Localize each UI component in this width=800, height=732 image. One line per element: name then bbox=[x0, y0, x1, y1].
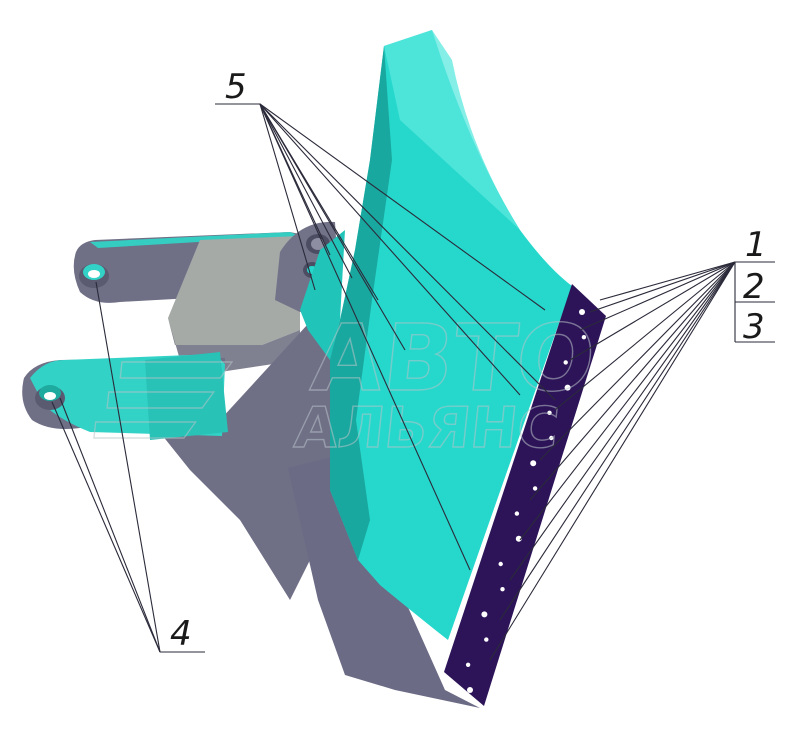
watermark-line1: АВТО bbox=[307, 304, 601, 412]
bolt-hole bbox=[515, 535, 522, 542]
blade-side-strip bbox=[300, 230, 345, 360]
bolt-hole bbox=[579, 309, 585, 315]
leader-lines-4 bbox=[51, 281, 205, 653]
callout-4: 4 bbox=[170, 614, 192, 654]
callout-5: 5 bbox=[225, 67, 247, 107]
watermark: АВТО АЛЬЯНС bbox=[93, 304, 601, 462]
bolt-hole bbox=[514, 511, 520, 516]
pin-hole-lower bbox=[35, 385, 65, 410]
callout-2: 2 bbox=[743, 267, 765, 307]
bolt-hole bbox=[498, 561, 503, 567]
bolt-hole bbox=[549, 435, 554, 441]
callout-1: 1 bbox=[745, 225, 767, 265]
bolt-hole bbox=[481, 611, 488, 618]
lower-arm-end-block bbox=[145, 352, 228, 440]
bolt-hole bbox=[500, 587, 505, 592]
pin-hole-upper bbox=[79, 264, 109, 288]
leader-lines-123 bbox=[489, 261, 775, 661]
callout-3: 3 bbox=[743, 307, 765, 347]
blade-face bbox=[330, 30, 572, 640]
bolt-hole bbox=[467, 687, 473, 693]
inner-plate bbox=[168, 236, 300, 345]
frame-body bbox=[150, 300, 345, 600]
bolt-hole bbox=[581, 335, 587, 340]
bolt-hole bbox=[563, 360, 568, 365]
bolt-hole bbox=[530, 460, 537, 467]
bolt-hole bbox=[547, 410, 552, 415]
bolt-hole bbox=[532, 486, 538, 491]
blade-top-edge bbox=[384, 30, 520, 230]
mounting-frame bbox=[22, 221, 345, 600]
upper-arm-top-edge bbox=[90, 232, 300, 248]
cutting-edge-bolts bbox=[465, 309, 587, 693]
bolt-hole bbox=[564, 384, 571, 391]
watermark-line2: АЛЬЯНС bbox=[292, 396, 562, 461]
blade-left-shadow bbox=[330, 46, 392, 560]
leader-lines-5 bbox=[215, 103, 556, 571]
bolt-hole bbox=[484, 637, 489, 642]
bolt-hole bbox=[465, 662, 471, 667]
watermark-logo bbox=[93, 361, 234, 439]
